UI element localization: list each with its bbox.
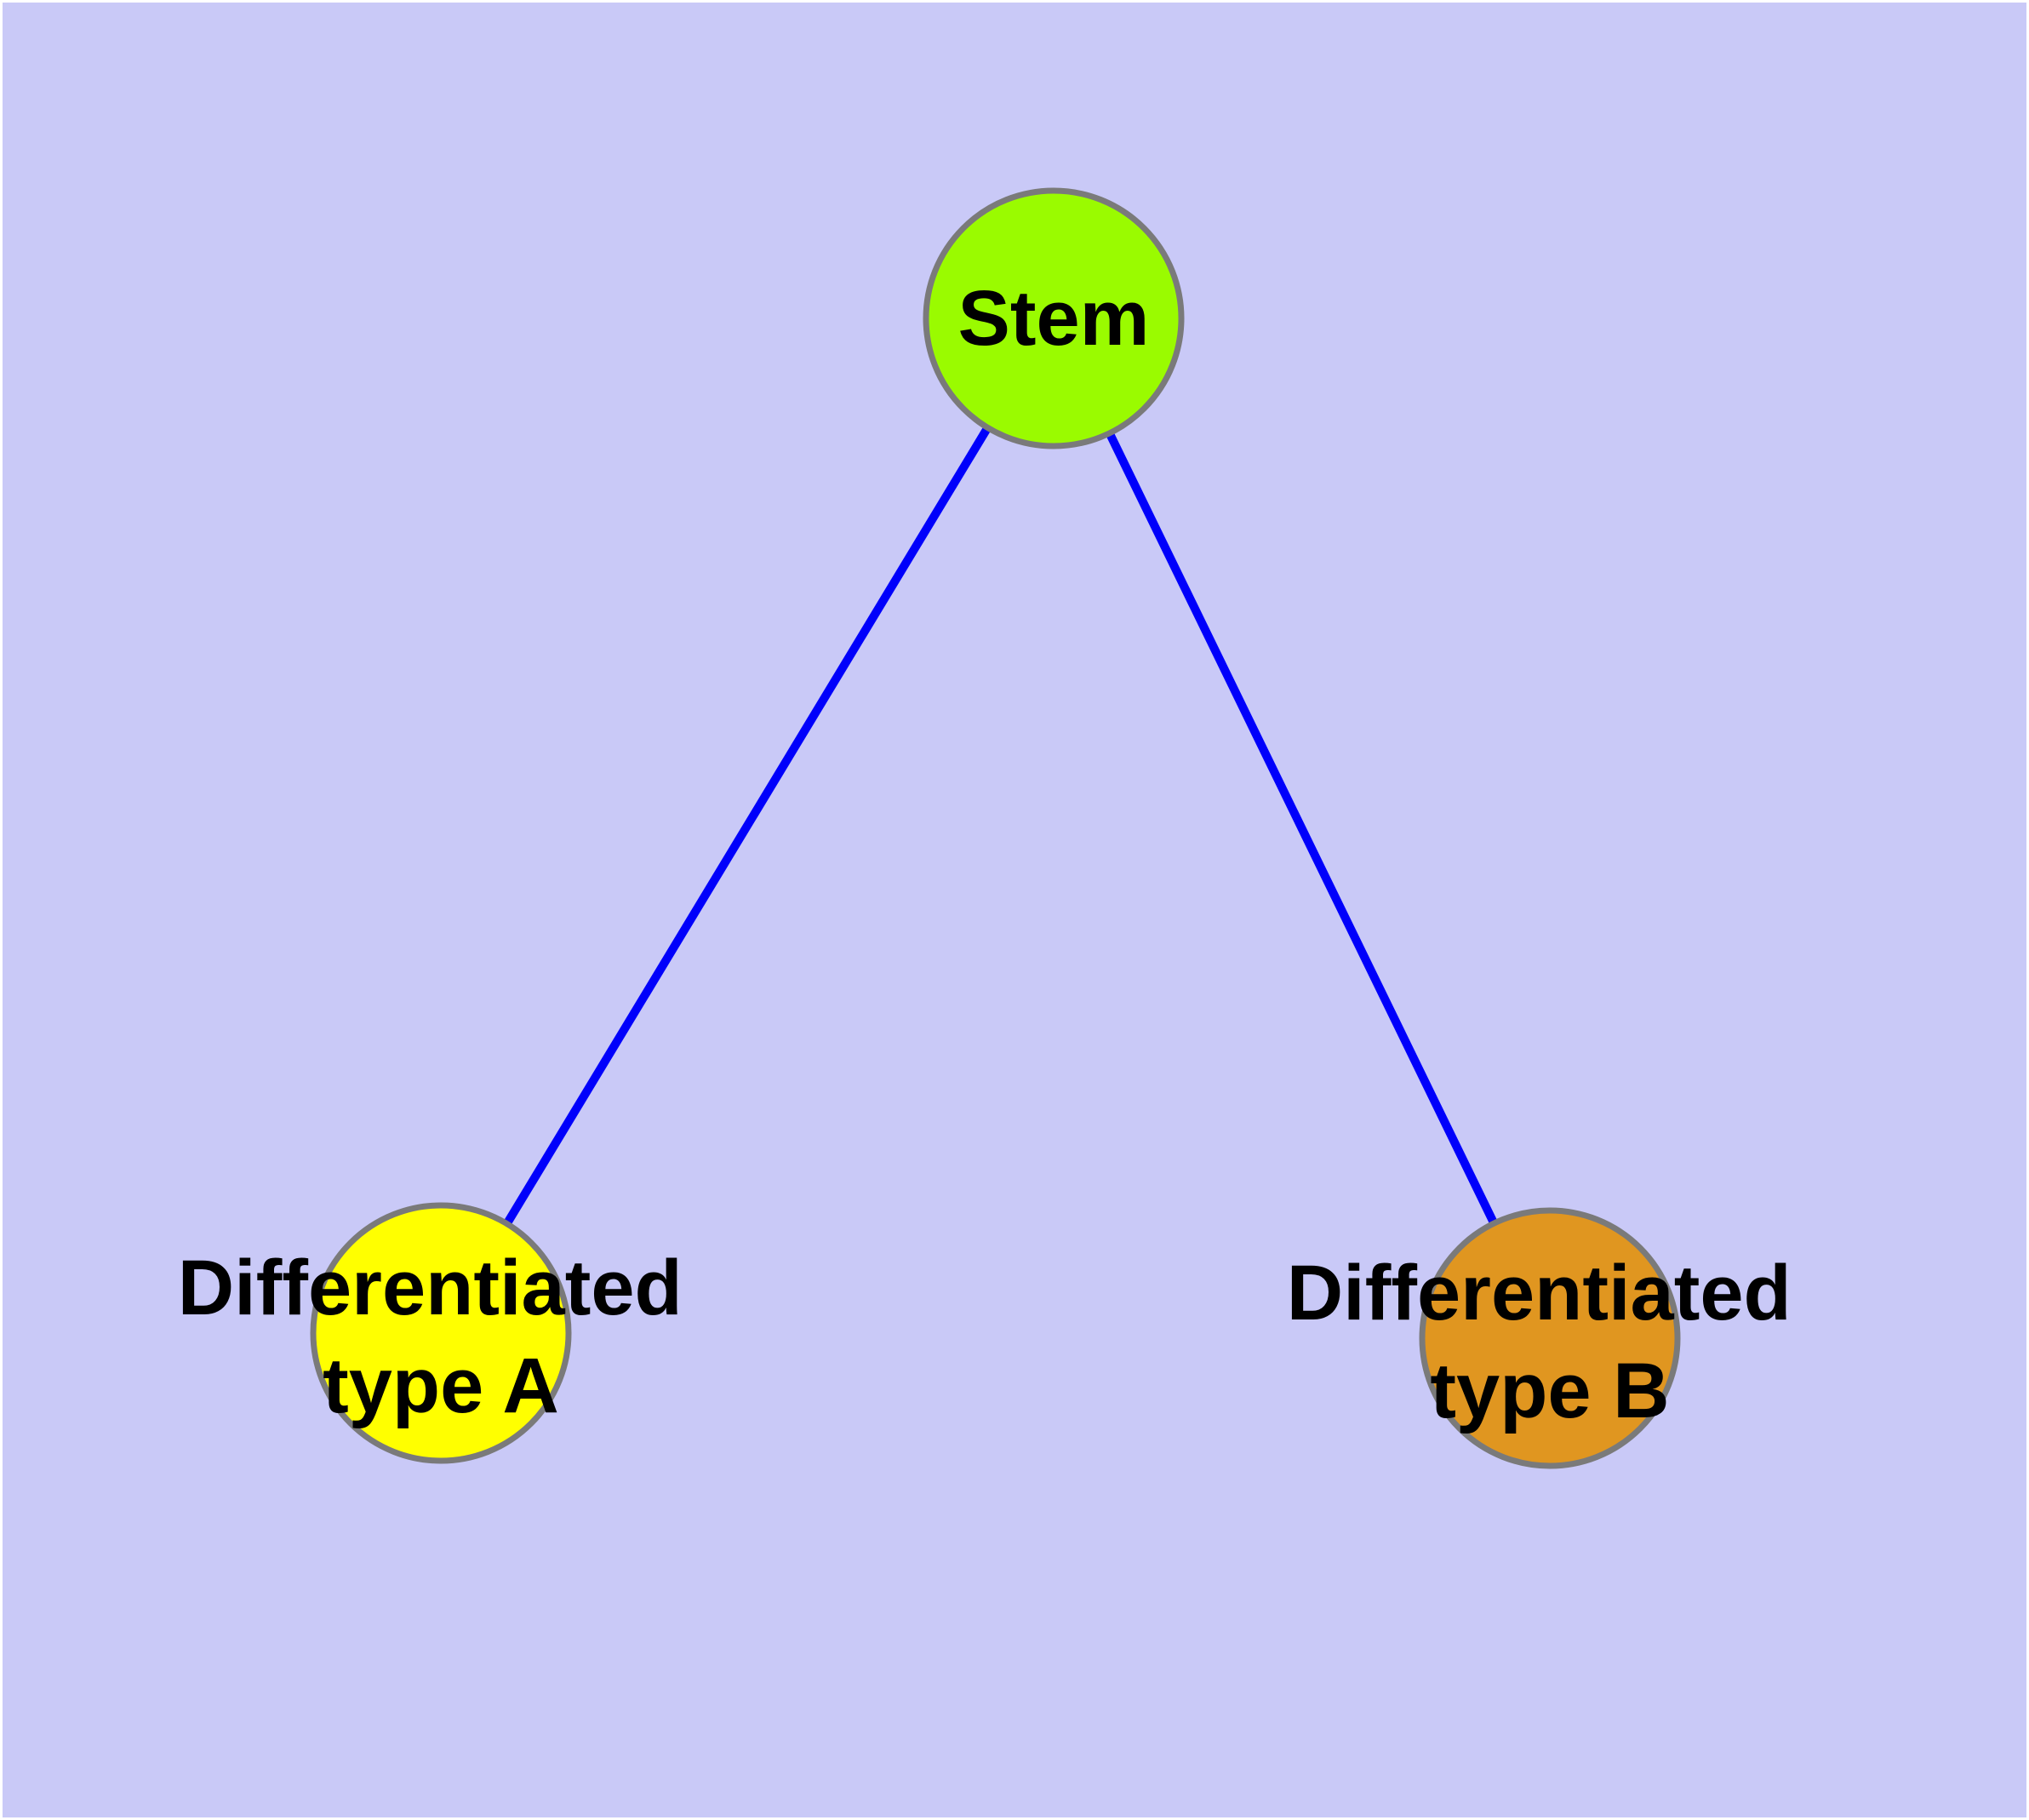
label-differentiated-type-a: Differentiated type A [178,1245,705,1429]
edges [437,316,1554,1341]
nodes [310,187,1681,1469]
node-differentiated-type-b [1419,1207,1681,1469]
edge-stem-to-type-a [437,316,1058,1336]
label-differentiated-type-b: Differentiated type B [1287,1250,1814,1434]
node-labels: Stem Differentiated type A Differentiate… [178,275,1814,1434]
node-differentiated-type-a [310,1202,572,1464]
edge-stem-to-type-b [1049,316,1554,1341]
label-stem: Stem [958,275,1150,362]
node-stem [923,187,1185,449]
